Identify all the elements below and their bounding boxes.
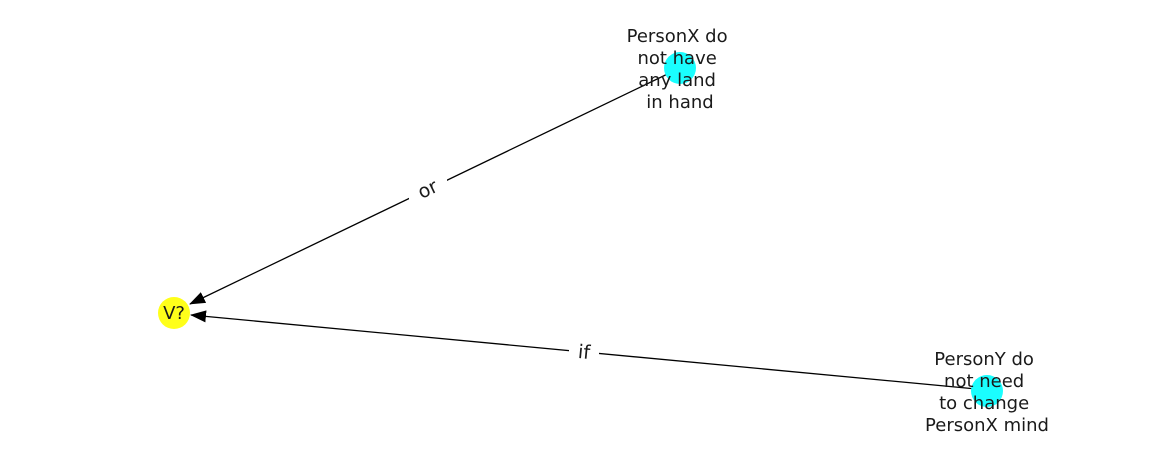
edge-y-to-v: if bbox=[190, 310, 988, 391]
edge-x-to-v: or bbox=[189, 67, 681, 305]
node-v-label: V? bbox=[163, 303, 185, 324]
node-v: V? bbox=[158, 297, 190, 329]
edge-label-background bbox=[409, 176, 447, 204]
node-y-label: PersonY do not need to change PersonX mi… bbox=[925, 349, 1049, 436]
node-x-circle bbox=[664, 52, 696, 84]
node-y: PersonY do not need to change PersonX mi… bbox=[925, 349, 1049, 436]
edge-label-background bbox=[569, 339, 599, 367]
node-v-circle bbox=[158, 297, 190, 329]
node-x: PersonX do not have any land in hand bbox=[627, 26, 734, 113]
edge-label-if: if bbox=[577, 341, 592, 364]
node-y-circle bbox=[971, 375, 1003, 407]
node-x-label: PersonX do not have any land in hand bbox=[627, 26, 734, 113]
